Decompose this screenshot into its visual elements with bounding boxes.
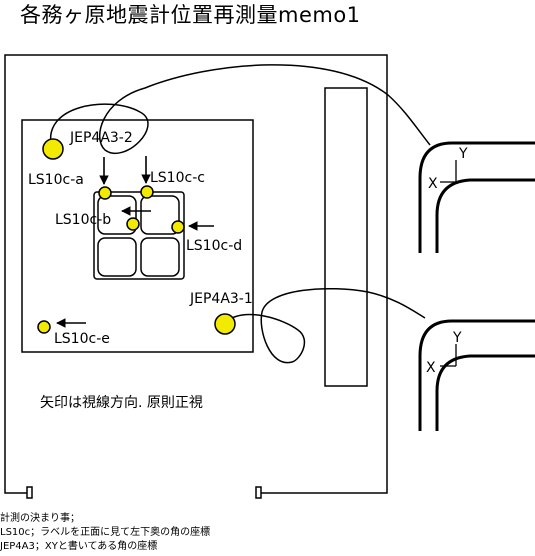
label-ls-b: LS10c-b <box>55 212 111 228</box>
axis-label-x-top: X <box>428 176 438 192</box>
axis-label-y-bottom: Y <box>452 330 462 346</box>
footer-note-ls: LS10c；ラベルを正面に見て左下奥の角の座標 <box>0 527 211 538</box>
cable-jep-2 <box>49 64 431 154</box>
cable-jep-1 <box>223 287 426 364</box>
sensor-jep-1 <box>214 313 236 335</box>
label-ls-e: LS10c-e <box>54 331 110 347</box>
inner-platform <box>21 119 254 353</box>
label-ls-a: LS10c-a <box>28 172 84 188</box>
door-jamb-right <box>255 486 262 499</box>
corner-detail-top: Y X <box>418 141 535 253</box>
axis-label-x-bottom: X <box>426 360 436 376</box>
room-outline <box>4 54 388 494</box>
view-arrows <box>56 156 214 328</box>
sensor-ls-c <box>140 185 154 199</box>
sensor-jep-2 <box>42 138 64 160</box>
sensor-ls-e <box>37 320 51 334</box>
axis-label-y-top: Y <box>458 146 468 162</box>
arrow-note: 矢印は視線方向. 原則正視 <box>40 395 203 411</box>
instrument-block <box>93 191 185 280</box>
label-jep-1: JEP4A3-1 <box>189 291 253 307</box>
label-jep-2: JEP4A3-2 <box>69 130 133 146</box>
corner-detail-bottom: Y X <box>418 319 535 431</box>
sensor-ls-a <box>98 186 112 200</box>
footer-note-title: 計測の決まり事； <box>0 513 80 524</box>
label-ls-d: LS10c-d <box>186 238 242 254</box>
label-ls-c: LS10c-c <box>150 170 205 186</box>
sensor-ls-b <box>126 217 140 231</box>
door-jamb-left <box>26 486 33 499</box>
page-title: 各務ヶ原地震計位置再測量memo1 <box>20 3 361 27</box>
footer-note-jep: JEP4A3；XYと書いてある角の座標 <box>0 541 158 552</box>
right-cabinet <box>324 87 368 387</box>
sensor-ls-d <box>171 220 185 234</box>
sensor-markers <box>37 138 236 335</box>
